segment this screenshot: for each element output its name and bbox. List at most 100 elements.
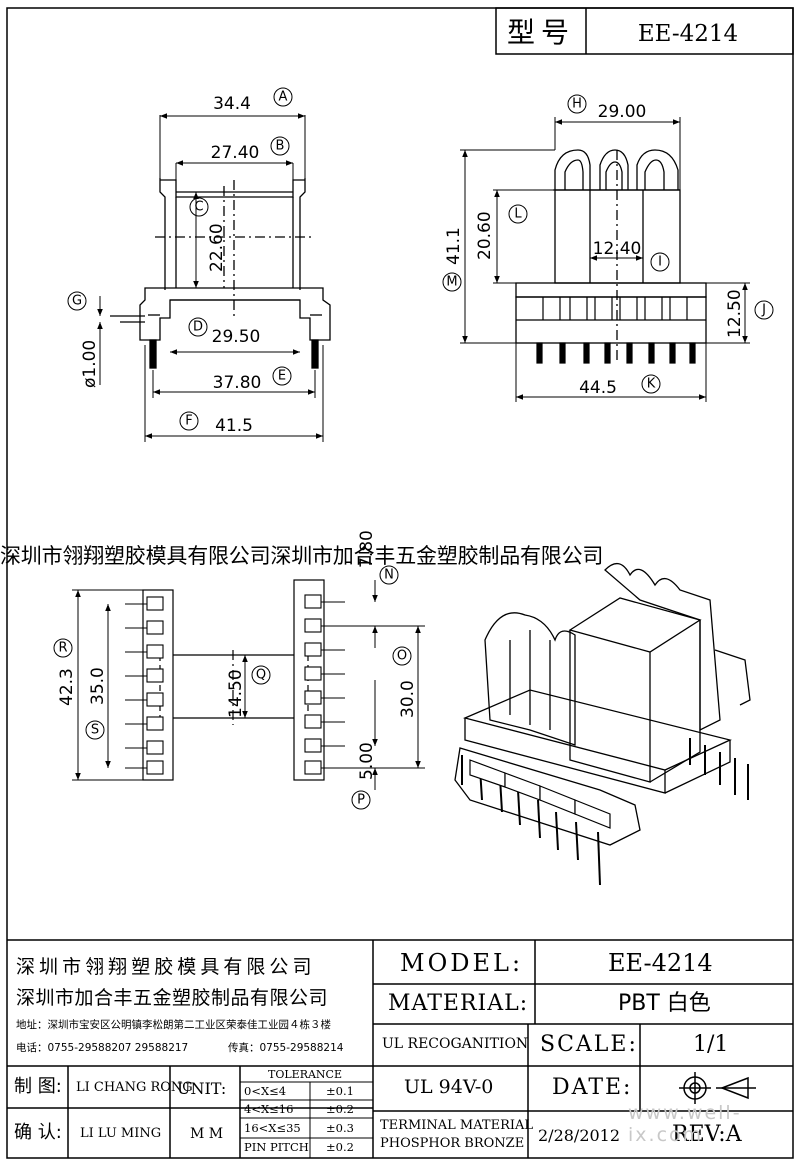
company-fax: 传真：0755-29588214 [228, 1042, 344, 1054]
callout-b: B [270, 136, 290, 156]
drawing-border [6, 7, 794, 1159]
company-name-1: 深 圳 市 翎 翔 塑 胶 模 具 有 限 公 司 [16, 956, 311, 978]
tolerance-value-1: ±0.1 [326, 1084, 354, 1098]
side-callouts: H L M I J K [442, 94, 774, 394]
svg-text:N: N [384, 568, 394, 583]
drawn-by: LI CHANG RONG [76, 1080, 193, 1095]
ul-value: UL 94V-0 [404, 1076, 494, 1098]
company-name-2: 深圳市加合丰五金塑胶制品有限公司 [16, 987, 329, 1009]
dim-l-value: 20.60 [475, 211, 495, 260]
svg-text:O: O [397, 649, 407, 664]
svg-text:C: C [194, 200, 203, 215]
callout-p: P [351, 790, 371, 810]
front-dimensions [97, 113, 324, 442]
watermark-company-names: 深圳市翎翔塑胶模具有限公司深圳市加合丰五金塑胶制品有限公司 [0, 544, 604, 568]
dim-o-value: 30.0 [398, 680, 418, 718]
check-label: 确 认: [14, 1122, 62, 1143]
callout-k: K [641, 374, 661, 394]
callout-f: F [179, 411, 199, 431]
bottom-view-leads [125, 601, 345, 769]
revision-label: REV:A [672, 1122, 742, 1147]
svg-text:D: D [193, 320, 203, 335]
svg-text:S: S [91, 723, 99, 738]
drawn-label: 制 图: [14, 1076, 62, 1097]
callout-h: H [567, 94, 587, 114]
tolerance-value-2: ±0.2 [326, 1102, 354, 1116]
dim-r-value: 42.3 [57, 668, 77, 706]
unit-label: UNIT: [177, 1079, 227, 1098]
svg-text:H: H [572, 97, 582, 112]
dim-k-value: 44.5 [579, 378, 617, 398]
dim-n-value: 7.80 [357, 530, 377, 568]
front-labels: 34.4 27.40 22.60 29.50 37.80 41.5 ø1.00 [80, 94, 261, 436]
front-view [110, 178, 331, 369]
front-callouts: A B C D E F G [67, 87, 293, 431]
callout-n: N [379, 565, 399, 585]
side-view-pins [536, 297, 696, 364]
bottom-labels: 7.80 42.3 35.0 14.50 30.0 5.00 [57, 530, 418, 780]
side-labels: 29.00 20.60 41.1 12.40 12.50 44.5 [444, 102, 745, 398]
callout-c: C [189, 197, 209, 217]
callout-i: I [650, 252, 670, 272]
callout-m: M [442, 272, 462, 292]
tolerance-range-2: 4<X≤16 [244, 1102, 294, 1116]
scale-value: 1/1 [693, 1032, 729, 1057]
unit-value: M M [190, 1126, 224, 1142]
dim-e-value: 37.80 [213, 373, 262, 393]
ul-label: UL RECOGANITION [382, 1036, 529, 1052]
site-watermark: www.well-ix.com [628, 1102, 742, 1146]
side-dimensions [460, 117, 750, 402]
date-label: DATE: [552, 1075, 633, 1100]
side-view [515, 149, 707, 360]
svg-text:K: K [647, 377, 656, 392]
dim-s-value: 35.0 [88, 667, 108, 705]
svg-text:M: M [446, 275, 457, 290]
svg-text:E: E [278, 369, 286, 384]
svg-text:B: B [276, 139, 285, 154]
svg-text:Q: Q [256, 668, 266, 683]
dim-j-value: 12.50 [725, 289, 745, 338]
svg-text:I: I [658, 255, 662, 270]
svg-text:J: J [761, 303, 766, 318]
callout-o: O [392, 646, 412, 666]
material-label: MATERIAL: [388, 991, 529, 1016]
isometric-view [454, 563, 751, 846]
callout-e: E [272, 366, 292, 386]
projection-symbol-icon [679, 1072, 756, 1104]
header-model-value: EE-4214 [638, 21, 738, 47]
svg-text:G: G [72, 294, 82, 309]
svg-text:P: P [357, 793, 365, 808]
dim-h-value: 29.00 [598, 102, 647, 122]
terminal-material-value: PHOSPHOR BRONZE [380, 1136, 525, 1151]
tolerance-value-4: ±0.2 [326, 1140, 354, 1154]
tolerance-value-3: ±0.3 [326, 1121, 354, 1135]
dim-d-value: 29.50 [212, 327, 261, 347]
dim-b-value: 27.40 [211, 143, 260, 163]
bottom-view [142, 579, 325, 781]
dim-g-value: ø1.00 [80, 340, 100, 388]
callout-d: D [188, 317, 208, 337]
tolerance-title: TOLERANCE [268, 1068, 342, 1081]
dim-i-value: 12.40 [593, 239, 642, 259]
isometric-pin-barrels [469, 759, 611, 829]
callout-g: G [67, 291, 87, 311]
callout-q: Q [251, 665, 271, 685]
callout-s: S [85, 720, 105, 740]
callout-l: L [508, 204, 528, 224]
header-model-label: 型号 [507, 16, 575, 49]
model-label: MODEL: [400, 949, 524, 977]
company-address: 地址：深圳市宝安区公明镇李松朗第二工业区荣泰佳工业园４栋３楼 [16, 1019, 331, 1031]
header-box: 型号 EE-4214 [495, 7, 794, 55]
dim-m-value: 41.1 [444, 227, 464, 265]
company-phone: 电话：0755-29588207 29588217 [16, 1042, 189, 1054]
dim-p-value: 5.00 [357, 742, 377, 780]
dim-a-value: 34.4 [213, 94, 251, 114]
tolerance-range-1: 0<X≤4 [244, 1084, 287, 1098]
svg-text:R: R [58, 641, 67, 656]
callout-a: A [273, 87, 293, 107]
svg-text:L: L [514, 207, 522, 222]
dim-c-value: 22.60 [207, 223, 227, 272]
scale-label: SCALE: [540, 1032, 638, 1057]
svg-text:A: A [279, 90, 288, 105]
